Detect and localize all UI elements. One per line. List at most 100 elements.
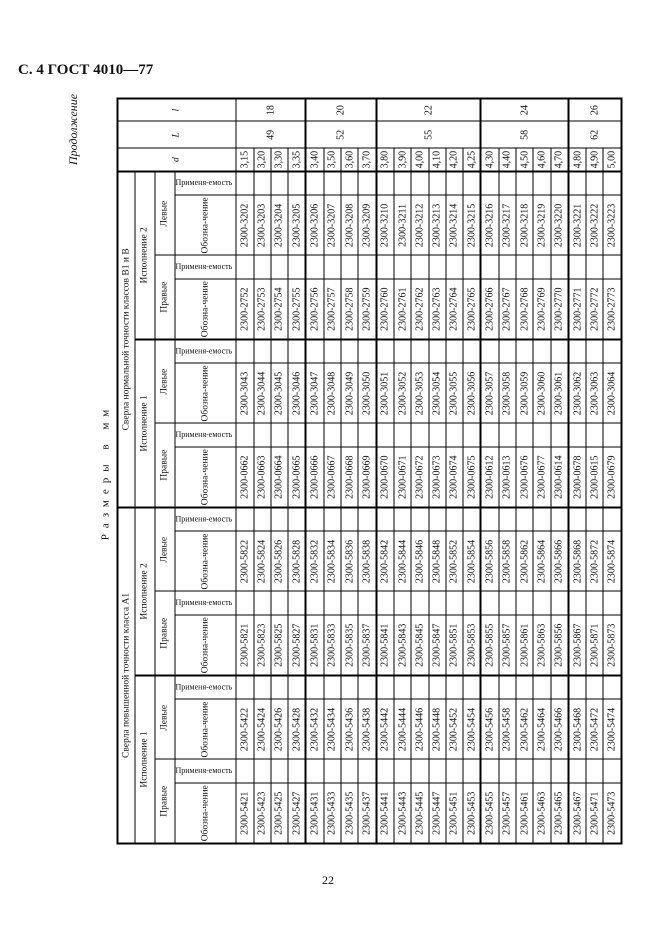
applicability-cell	[445, 507, 464, 532]
applicability-cell	[533, 255, 551, 280]
applicability-cell	[323, 507, 342, 532]
designation-cell: 2300-0674	[445, 447, 464, 508]
designation-cell: 2300-0667	[323, 447, 342, 508]
d-cell: 3,40	[305, 148, 324, 172]
designation-cell: 2300-3062	[568, 363, 587, 424]
applicability-header-text: Применя-емость	[175, 178, 233, 188]
applicability-cell	[445, 339, 464, 364]
applicability-cell	[236, 423, 254, 448]
designation-header: Обозна-чение	[175, 363, 237, 424]
applicability-cell	[236, 591, 254, 616]
applicability-cell	[463, 591, 481, 616]
designation-cell: 2300-3058	[498, 363, 516, 424]
applicability-cell	[516, 423, 534, 448]
applicability-cell	[253, 759, 271, 784]
applicability-cell	[445, 591, 464, 616]
hand-header: Правые	[155, 255, 175, 340]
designation-cell: 2300-5835	[341, 615, 359, 676]
designation-cell: 2300-5428	[288, 699, 306, 760]
designation-cell: 2300-3223	[603, 195, 622, 256]
applicability-cell	[428, 759, 446, 784]
designation-cell: 2300-2752	[236, 279, 254, 340]
applicability-cell	[253, 507, 271, 532]
designation-cell: 2300-3045	[270, 363, 289, 424]
designation-cell: 2300-5453	[463, 783, 481, 844]
applicability-header-text: Применя-емость	[175, 262, 233, 272]
designation-cell: 2300-2769	[533, 279, 551, 340]
designation-cell: 2300-3205	[288, 195, 306, 256]
applicability-header-text: Применя-емость	[175, 514, 233, 524]
designation-cell: 2300-5473	[603, 783, 622, 844]
designation-cell: 2300-5857	[498, 615, 516, 676]
applicability-cell	[358, 171, 377, 196]
designation-cell: 2300-5442	[376, 699, 394, 760]
applicability-cell	[498, 171, 516, 196]
hand-header: Левые	[155, 171, 175, 256]
applicability-cell	[516, 171, 534, 196]
designation-cell: 2300-3208	[341, 195, 359, 256]
designation-cell: 2300-5463	[533, 783, 551, 844]
d-cell: 4,60	[533, 148, 551, 172]
designation-cell: 2300-3210	[376, 195, 394, 256]
designation-cell: 2300-5468	[568, 699, 587, 760]
hand-header: Левые	[155, 507, 175, 592]
applicability-cell	[550, 255, 569, 280]
applicability-cell	[393, 591, 412, 616]
applicability-cell	[323, 171, 342, 196]
applicability-cell	[323, 339, 342, 364]
applicability-cell	[270, 591, 289, 616]
applicability-cell	[393, 423, 412, 448]
d-cell: 5,00	[603, 148, 622, 172]
designation-cell: 2300-5471	[586, 783, 604, 844]
designation-cell: 2300-5466	[550, 699, 569, 760]
applicability-cell	[586, 759, 604, 784]
applicability-cell	[253, 675, 271, 700]
designation-cell: 2300-5856	[480, 531, 499, 592]
applicability-cell	[533, 171, 551, 196]
applicability-cell	[358, 423, 377, 448]
applicability-cell	[411, 339, 429, 364]
designation-cell: 2300-2764	[445, 279, 464, 340]
applicability-cell	[428, 507, 446, 532]
L-cell: 58	[480, 121, 569, 149]
dim-header-d: d	[117, 148, 237, 172]
designation-cell: 2300-0612	[480, 447, 499, 508]
applicability-cell	[463, 171, 481, 196]
d-cell: 4,70	[550, 148, 569, 172]
applicability-cell	[305, 339, 324, 364]
applicability-cell	[358, 255, 377, 280]
designation-cell: 2300-5431	[305, 783, 324, 844]
execution-header: Исполнение 1	[135, 675, 155, 844]
designation-header: Обозна-чение	[175, 531, 237, 592]
applicability-cell	[393, 255, 412, 280]
designation-cell: 2300-3220	[550, 195, 569, 256]
designation-cell: 2300-3063	[586, 363, 604, 424]
hand-header: Правые	[155, 591, 175, 676]
applicability-cell	[498, 675, 516, 700]
applicability-cell	[445, 255, 464, 280]
designation-cell: 2300-3059	[516, 363, 534, 424]
applicability-cell	[341, 759, 359, 784]
designation-cell: 2300-0670	[376, 447, 394, 508]
designation-cell: 2300-5843	[393, 615, 412, 676]
applicability-cell	[270, 339, 289, 364]
designation-header: Обозна-чение	[175, 615, 237, 676]
applicability-cell	[376, 675, 394, 700]
designation-cell: 2300-5474	[603, 699, 622, 760]
applicability-cell	[568, 255, 587, 280]
designation-cell: 2300-2760	[376, 279, 394, 340]
applicability-cell	[516, 759, 534, 784]
applicability-cell	[236, 339, 254, 364]
designation-cell: 2300-5422	[236, 699, 254, 760]
designation-cell: 2300-3043	[236, 363, 254, 424]
applicability-cell	[411, 171, 429, 196]
d-cell: 3,90	[393, 148, 412, 172]
designation-cell: 2300-3055	[445, 363, 464, 424]
applicability-cell	[603, 675, 622, 700]
applicability-cell	[586, 675, 604, 700]
designation-cell: 2300-5861	[516, 615, 534, 676]
